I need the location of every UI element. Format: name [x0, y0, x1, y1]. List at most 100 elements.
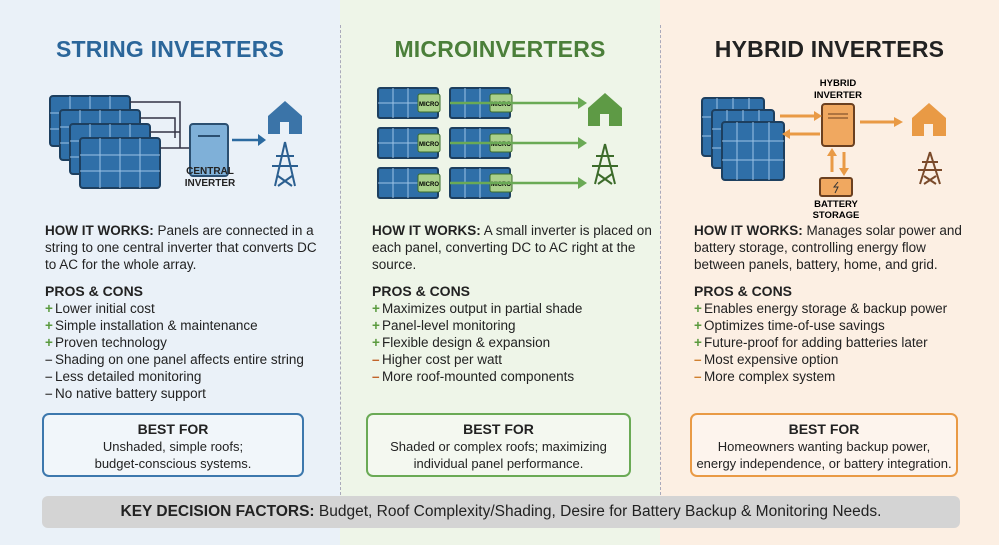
item-text: Panel-level monitoring [382, 318, 516, 333]
pro-item: +Simple installation & maintenance [45, 317, 325, 334]
pro-item: +Flexible design & expansion [372, 334, 652, 351]
item-text: Maximizes output in partial shade [382, 301, 583, 316]
item-text: Future-proof for adding batteries later [704, 335, 928, 350]
pro-item: +Maximizes output in partial shade [372, 300, 652, 317]
how-it-works-label: HOW IT WORKS: [372, 223, 481, 238]
pro-item: +Lower initial cost [45, 300, 325, 317]
pro-item: +Panel-level monitoring [372, 317, 652, 334]
item-text: Simple installation & maintenance [55, 318, 258, 333]
sign: – [45, 369, 53, 384]
description: HOW IT WORKS: Panels are connected in a … [45, 222, 325, 402]
how-it-works: HOW IT WORKS: Panels are connected in a … [45, 222, 325, 273]
how-it-works-text: A small inverter is placed on each panel… [372, 223, 652, 272]
best-for-label: BEST FOR [788, 421, 860, 437]
power-tower-icon [918, 151, 942, 185]
best-for-text: individual panel performance. [413, 456, 584, 471]
con-item: –Less detailed monitoring [45, 368, 325, 385]
microinverters-column: MICROINVERTERS MICRO MICRO MICRO MICRO MICRO… [340, 0, 660, 545]
solar-panel-icon: MICRO [377, 167, 441, 199]
house-icon [588, 93, 622, 126]
best-for-label: BEST FOR [463, 421, 534, 437]
best-for-text: budget-conscious systems. [94, 456, 252, 471]
description: HOW IT WORKS: A small inverter is placed… [372, 222, 652, 385]
con-item: –More complex system [694, 368, 974, 385]
house-icon [268, 101, 302, 134]
pro-item: +Optimizes time-of-use savings [694, 317, 974, 334]
svg-text:MICRO: MICRO [419, 182, 439, 188]
item-text: No native battery support [55, 386, 206, 401]
svg-text:MICRO: MICRO [491, 102, 511, 108]
item-text: Optimizes time-of-use savings [704, 318, 885, 333]
item-text: Less detailed monitoring [55, 369, 202, 384]
sign: – [372, 369, 380, 384]
item-text: Proven technology [55, 335, 167, 350]
sign: + [45, 318, 53, 333]
best-for-box: BEST FOR Unshaded, simple roofs; budget-co… [42, 413, 304, 477]
con-item: –Higher cost per watt [372, 351, 652, 368]
best-for-box: BEST FOR Homeowners wanting backup power,… [690, 413, 958, 477]
con-item: –Most expensive option [694, 351, 974, 368]
con-item: –No native battery support [45, 385, 325, 402]
solar-panel-icon [721, 121, 785, 181]
svg-text:MICRO: MICRO [419, 142, 439, 148]
solar-panel-icon: MICRO [377, 127, 441, 159]
sign: + [694, 318, 702, 333]
sign: + [694, 335, 702, 350]
item-text: Flexible design & expansion [382, 335, 551, 350]
best-for-box: BEST FOR Shaded or complex roofs; maximiz… [366, 413, 631, 477]
column-title: MICROINVERTERS [394, 36, 606, 62]
pro-item: +Enables energy storage & backup power [694, 300, 974, 317]
sign: + [45, 335, 53, 350]
best-for-text: Shaded or complex roofs; maximizing [390, 439, 607, 454]
sign: – [694, 352, 702, 367]
pro-item: +Proven technology [45, 334, 325, 351]
con-item: –More roof-mounted components [372, 368, 652, 385]
battery-icon [819, 177, 853, 197]
how-it-works-label: HOW IT WORKS: [694, 223, 803, 238]
sign: + [694, 301, 702, 316]
column-title: HYBRID INVERTERS [714, 36, 945, 62]
best-for-label: BEST FOR [137, 421, 209, 437]
sign: – [45, 352, 53, 367]
best-for-text: energy independence, or battery integrat… [696, 456, 952, 471]
item-text: Enables energy storage & backup power [704, 301, 948, 316]
how-it-works: HOW IT WORKS: Manages solar power and ba… [694, 222, 974, 273]
svg-text:MICRO: MICRO [419, 102, 439, 108]
sign: + [372, 318, 380, 333]
sign: + [45, 301, 53, 316]
pros-cons-heading: PROS & CONS [694, 283, 793, 299]
solar-panel-icon: MICRO [377, 87, 441, 119]
item-text: Most expensive option [704, 352, 839, 367]
how-it-works-text: Panels are connected in a string to one … [45, 223, 317, 272]
key-decision-factors-bar: KEY DECISION FACTORS: Budget, Roof Compl… [42, 496, 960, 528]
column-title: STRING INVERTERS [55, 36, 285, 62]
power-tower-icon [272, 141, 298, 187]
item-text: Lower initial cost [55, 301, 155, 316]
power-tower-icon [592, 143, 618, 185]
item-text: Higher cost per watt [382, 352, 503, 367]
sign: – [372, 352, 380, 367]
item-text: Shading on one panel affects entire stri… [55, 352, 304, 367]
footer-text: Budget, Roof Complexity/Shading, Desire … [314, 503, 882, 520]
micro-inverter-icon [417, 133, 441, 153]
micro-inverter-icon [417, 173, 441, 193]
how-it-works-text: Manages solar power and battery storage,… [694, 223, 962, 272]
sign: + [372, 301, 380, 316]
how-it-works: HOW IT WORKS: A small inverter is placed… [372, 222, 652, 273]
best-for-text: Unshaded, simple roofs; [102, 439, 244, 454]
best-for-text: Homeowners wanting backup power, [717, 439, 931, 454]
sign: – [45, 386, 53, 401]
con-item: –Shading on one panel affects entire str… [45, 351, 325, 368]
solar-panel-icon [79, 137, 161, 189]
svg-text:MICRO: MICRO [491, 182, 511, 188]
pros-cons-heading: PROS & CONS [372, 283, 471, 299]
